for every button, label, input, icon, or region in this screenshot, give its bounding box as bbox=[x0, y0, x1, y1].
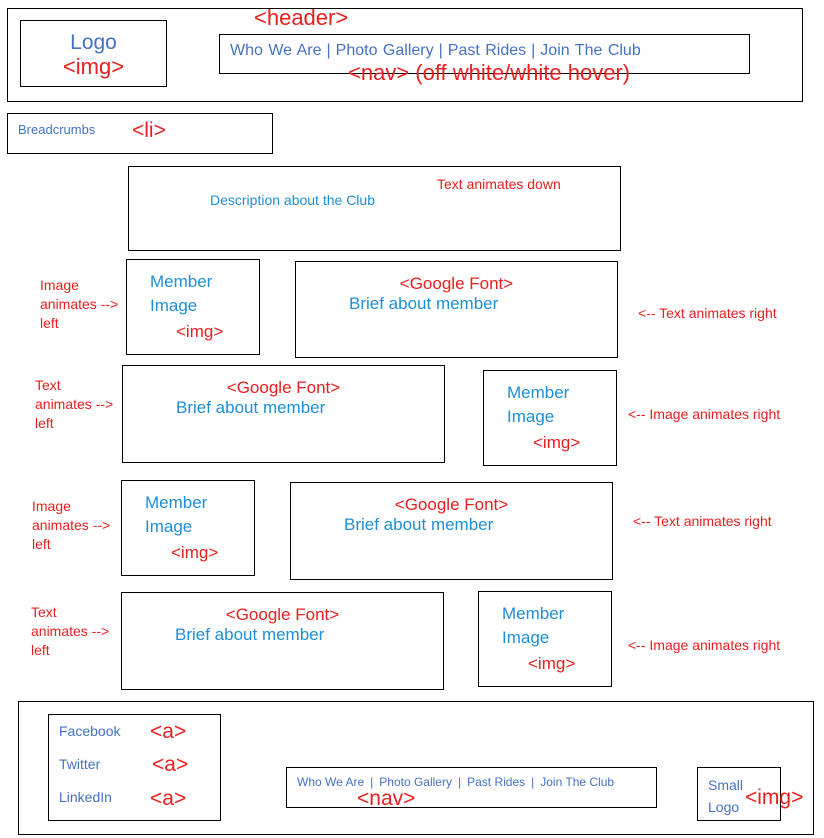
footer-nav-item-photo-gallery[interactable]: Photo Gallery bbox=[379, 775, 452, 789]
row-3-member-image-box bbox=[121, 480, 255, 576]
logo-text: Logo bbox=[70, 31, 117, 54]
header-tag-label: <header> bbox=[254, 5, 349, 30]
row-1-brief-box bbox=[295, 261, 618, 358]
footer-nav-label: <nav> bbox=[357, 787, 416, 810]
facebook-link[interactable]: Facebook bbox=[59, 723, 121, 739]
description-box bbox=[128, 166, 621, 251]
footer-nav-item-past-rides[interactable]: Past Rides bbox=[467, 775, 526, 789]
row-1-right-note: <-- Text animates right bbox=[638, 305, 777, 321]
nav-separator: | bbox=[531, 42, 536, 59]
facebook-tag: <a> bbox=[150, 720, 187, 743]
small-logo-tag: <img> bbox=[745, 786, 804, 809]
row-3-brief-box bbox=[290, 482, 613, 580]
nav-item-join-the-club[interactable]: Join The Club bbox=[540, 42, 641, 59]
row-2-image-tag: <img> bbox=[533, 433, 581, 452]
footer-nav: Who We Are | Photo Gallery | Past Rides | Join… bbox=[297, 775, 614, 789]
twitter-tag: <a> bbox=[152, 753, 189, 776]
small-logo-box[interactable] bbox=[697, 767, 781, 821]
row-1-brief: Brief about member bbox=[349, 294, 499, 313]
breadcrumbs-tag: <li> bbox=[132, 119, 166, 142]
footer-nav-item-who-we-are[interactable]: Who We Are bbox=[297, 775, 365, 789]
linkedin-tag: <a> bbox=[150, 787, 187, 810]
nav-separator: | bbox=[326, 42, 331, 59]
row-3-font-tag: <Google Font> bbox=[394, 495, 509, 514]
row-3-right-note: <-- Text animates right bbox=[633, 513, 772, 529]
footer-nav-item-join-the-club[interactable]: Join The Club bbox=[540, 775, 615, 789]
row-1-image-tag: <img> bbox=[176, 322, 224, 341]
breadcrumbs-text[interactable]: Breadcrumbs bbox=[18, 122, 96, 137]
description-note: Text animates down bbox=[437, 176, 561, 192]
header-nav-label: <nav> (off white/white hover) bbox=[348, 60, 631, 85]
row-3-brief: Brief about member bbox=[344, 515, 494, 534]
row-2-member-image-box bbox=[483, 370, 617, 466]
nav-item-photo-gallery[interactable]: Photo Gallery bbox=[335, 42, 434, 59]
row-2-right-note: <-- Image animates right bbox=[628, 406, 781, 422]
nav-separator: | bbox=[531, 775, 535, 789]
row-4-brief: Brief about member bbox=[175, 625, 325, 644]
row-4-right-note: <-- Image animates right bbox=[628, 637, 781, 653]
row-4-font-tag: <Google Font> bbox=[225, 605, 340, 624]
row-4-image-tag: <img> bbox=[528, 654, 576, 673]
row-2-brief-box bbox=[122, 365, 445, 463]
description-text: Description about the Club bbox=[210, 192, 375, 208]
nav-separator: | bbox=[457, 775, 462, 789]
twitter-link[interactable]: Twitter bbox=[59, 756, 101, 772]
footer-nav-box bbox=[286, 767, 657, 808]
social-links-box bbox=[48, 714, 221, 821]
row-1-font-tag: <Google Font> bbox=[399, 274, 514, 293]
row-4-member-image-box bbox=[478, 591, 612, 687]
row-2-brief: Brief about member bbox=[176, 398, 326, 417]
header-nav-box bbox=[219, 34, 750, 74]
row-1-member-image-box bbox=[126, 259, 260, 355]
breadcrumbs-box bbox=[7, 113, 273, 154]
row-3-image-tag: <img> bbox=[171, 543, 219, 562]
nav-item-past-rides[interactable]: Past Rides bbox=[447, 42, 527, 59]
nav-separator: | bbox=[438, 42, 443, 59]
nav-separator: | bbox=[370, 775, 374, 789]
logo-tag: <img> bbox=[62, 54, 125, 79]
nav-item-who-we-are[interactable]: Who We Are bbox=[230, 42, 322, 59]
header-nav: Who We Are|Photo Gallery|Past Rides|Join… bbox=[230, 42, 641, 60]
linkedin-link[interactable]: LinkedIn bbox=[59, 789, 112, 805]
row-2-font-tag: <Google Font> bbox=[226, 378, 341, 397]
logo-box[interactable] bbox=[20, 20, 167, 87]
row-4-brief-box bbox=[121, 592, 444, 690]
